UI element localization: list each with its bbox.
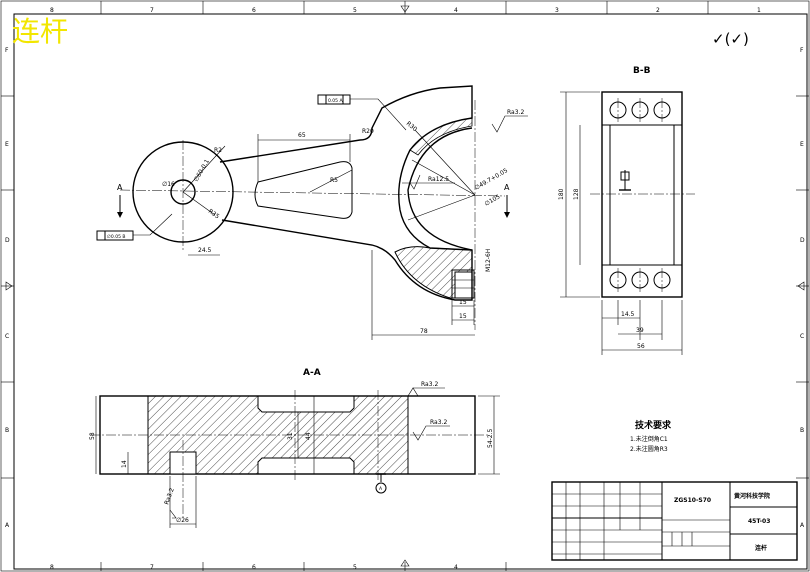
title-block: ZGS10-S70 黄河科技学院 45T-03 连杆 [551,481,798,561]
dim-78: 78 [420,328,428,335]
geo-tolerance-top-frame [317,94,351,105]
dim-r2: R2 [214,147,222,154]
inner-frame [13,13,808,570]
dim-aa-54: 54-2.5 [487,428,494,448]
dim-r5: R5 [330,177,338,184]
zone-letter-right-d: D [800,237,805,244]
roughness-aa-right: Ra3.2 [430,419,447,426]
dim-aa-58: 58 [89,432,96,440]
dim-24-5: 24.5 [198,247,212,254]
section-aa-view: A-A 58 14 31 44 54-2.5 ∅26 Ra3.2 [89,368,500,528]
zone-letter-right-a: A [800,522,805,529]
big-end-top-hatch [409,117,473,156]
datum-a: A [379,486,383,492]
section-bb-label: B-B [633,66,651,76]
zone-letter-b: B [5,427,9,434]
zone-letter-e: E [5,141,9,148]
title-material: 45T-03 [748,518,770,525]
title-drawing-number: ZGS10-S70 [674,497,711,504]
zone-number-7: 7 [150,7,154,14]
geo-tolerance-top: 0.05 A [328,98,343,104]
dim-phi60: ∅60-0.1 [193,158,211,183]
zone-letter-c: C [5,333,9,340]
zone-number-bottom-4: 4 [454,564,458,571]
zone-number-8: 8 [50,7,54,14]
zone-number-bottom-6: 6 [252,564,256,571]
cut-label-a-left: A [117,183,123,192]
section-bb-body [601,91,683,298]
zone-letter-right-c: C [800,333,804,340]
connecting-arm-outline [219,85,473,301]
zone-letter-right-f: F [800,47,804,54]
zone-number-bottom-5: 5 [353,564,357,571]
section-bb-view: B-B 180 128 14.5 39 56 [558,66,695,355]
zone-number-bottom-8: 8 [50,564,54,571]
dim-aa-phi26: ∅26 [176,517,189,524]
zone-letter-right-e: E [800,141,804,148]
zone-number-3: 3 [555,7,559,14]
dim-r20: R20 [362,128,374,135]
big-bore-arc [407,127,473,251]
dim-aa-14: 14 [121,460,128,468]
dim-56: 56 [637,343,645,350]
dim-14-5: 14.5 [621,311,635,318]
zone-number-bottom-7: 7 [150,564,154,571]
geo-tolerance-left-frame [96,230,134,241]
dim-65: 65 [298,132,306,139]
zone-letter-d: D [5,237,10,244]
roughness-ra12-5: Ra12.5 [428,176,449,183]
tech-requirements-item1: 1.未注倒角C1 [630,435,668,443]
threaded-hole [451,269,475,299]
small-end-outer-circle [132,141,234,243]
cut-label-a-right: A [504,183,510,192]
title-school: 黄河科技学院 [734,492,770,500]
dim-15-upper: 15 [459,299,467,306]
arm-recess [254,161,353,219]
title-part-name: 连杆 [755,544,767,552]
zone-letter-right-b: B [800,427,804,434]
front-view: A A 65 78 24.5 15 15 M12-6H R20 R30 R5 R… [96,85,528,340]
roughness-aa-top: Ra3.2 [421,381,438,388]
dim-128: 128 [573,188,580,200]
geo-tolerance-left: ∅0.05 B [107,234,125,240]
dim-39: 39 [636,327,644,334]
dim-m12: M12-6H [485,249,492,272]
zone-letter-f: F [5,47,9,54]
zone-number-5: 5 [353,7,357,14]
tech-requirements-title: 技术要求 [635,419,672,431]
dim-180: 180 [558,188,565,200]
dim-aa-44: 44 [305,432,312,440]
zone-letter-a: A [5,522,10,529]
zone-number-6: 6 [252,7,256,14]
big-end-section-hatch [394,246,473,299]
small-end-bore-circle [170,179,196,205]
dim-aa-31: 31 [287,432,294,440]
tech-requirements-item2: 2.未注圆角R3 [630,445,668,453]
dim-15-lower: 15 [459,313,467,320]
general-roughness-symbol: ✓(✓) [712,30,749,48]
dim-r35: R35 [207,208,221,221]
dim-phi105: ∅105 [484,193,502,207]
zone-number-2: 2 [656,7,660,14]
watermark-text: 连杆 [12,15,68,48]
roughness-ra3-2: Ra3.2 [507,109,524,116]
section-aa-label: A-A [303,368,321,378]
zone-number-1: 1 [757,7,761,14]
dim-phi16: ∅16 [162,181,175,188]
section-bb-web [609,124,675,266]
zone-number-4: 4 [454,7,458,14]
roughness-aa-bore: Ra3.2 [163,487,176,506]
